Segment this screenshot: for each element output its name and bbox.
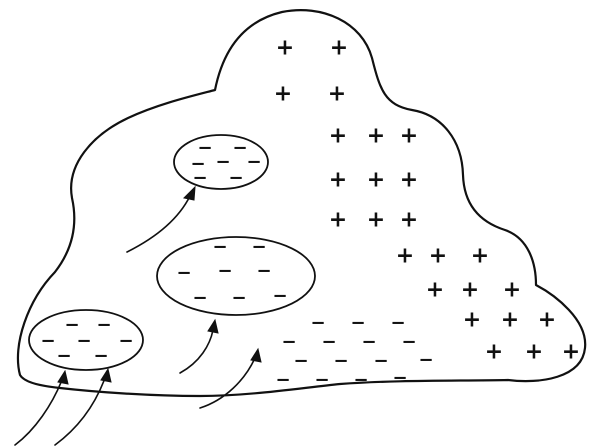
negative-charge-symbol: − <box>228 168 243 189</box>
positive-charge-symbol: + <box>461 278 479 303</box>
negative-charge-symbol: − <box>96 315 111 336</box>
negative-charge-symbol: − <box>272 286 287 307</box>
positive-charge-symbol: + <box>538 308 556 333</box>
negative-charge-symbol: − <box>217 261 232 282</box>
negative-charge-symbol: − <box>56 346 71 367</box>
positive-charge-symbol: + <box>329 208 347 233</box>
negative-charge-symbol: − <box>418 350 433 371</box>
positive-charge-symbol: + <box>276 36 294 61</box>
negative-charge-symbol: − <box>392 368 407 389</box>
arrow-into-lower-pocket-left <box>15 371 68 445</box>
positive-charge-symbol: + <box>329 168 347 193</box>
negative-charge-symbol: − <box>118 331 133 352</box>
positive-charge-symbol: + <box>562 340 580 365</box>
positive-charge-symbol: + <box>400 168 418 193</box>
positive-charge-symbol: + <box>330 36 348 61</box>
charge-symbols: +++++++++++++++++++++++++−−−−−−−−−−−−−−−… <box>40 36 580 391</box>
negative-charge-symbol: − <box>251 237 266 258</box>
positive-charge-symbol: + <box>367 168 385 193</box>
negative-charge-symbol: − <box>353 370 368 391</box>
positive-charge-symbol: + <box>396 244 414 269</box>
positive-charge-symbol: + <box>329 124 347 149</box>
negative-charge-symbol: − <box>40 331 55 352</box>
arrow-into-middle-pocket <box>180 320 218 373</box>
negative-charge-symbol: − <box>310 313 325 334</box>
positive-charge-symbol: + <box>367 124 385 149</box>
negative-charge-symbol: − <box>293 351 308 372</box>
negative-charge-symbol: − <box>350 313 365 334</box>
positive-charge-symbol: + <box>400 208 418 233</box>
negative-charge-symbol: − <box>212 237 227 258</box>
positive-charge-symbol: + <box>426 278 444 303</box>
negative-charge-symbol: − <box>275 370 290 391</box>
negative-charge-symbol: − <box>192 168 207 189</box>
negative-charge-symbol: − <box>93 346 108 367</box>
positive-charge-symbol: + <box>367 208 385 233</box>
negative-charge-symbol: − <box>246 152 261 173</box>
cloud-outline <box>18 10 585 396</box>
negative-charge-symbol: − <box>281 332 296 353</box>
arrow-below-cloud <box>200 349 261 408</box>
negative-charge-symbol: − <box>176 263 191 284</box>
positive-charge-symbol: + <box>274 82 292 107</box>
positive-charge-symbol: + <box>501 308 519 333</box>
negative-charge-symbol: − <box>232 138 247 159</box>
negative-charge-symbol: − <box>373 351 388 372</box>
positive-charge-symbol: + <box>471 244 489 269</box>
arrow-into-upper-pocket <box>127 187 195 252</box>
positive-charge-symbol: + <box>400 124 418 149</box>
positive-charge-symbol: + <box>463 308 481 333</box>
negative-charge-symbol: − <box>192 288 207 309</box>
negative-charge-symbol: − <box>401 332 416 353</box>
positive-charge-symbol: + <box>503 278 521 303</box>
positive-charge-symbol: + <box>328 82 346 107</box>
negative-charge-symbol: − <box>390 313 405 334</box>
negative-charge-symbol: − <box>76 331 91 352</box>
negative-charge-symbol: − <box>361 332 376 353</box>
positive-charge-symbol: + <box>525 340 543 365</box>
positive-charge-symbol: + <box>485 340 503 365</box>
negative-charge-symbol: − <box>256 261 271 282</box>
negative-charge-symbol: − <box>314 370 329 391</box>
negative-charge-symbol: − <box>333 351 348 372</box>
negative-charge-symbol: − <box>321 332 336 353</box>
negative-charge-symbol: − <box>231 288 246 309</box>
positive-charge-symbol: + <box>429 244 447 269</box>
